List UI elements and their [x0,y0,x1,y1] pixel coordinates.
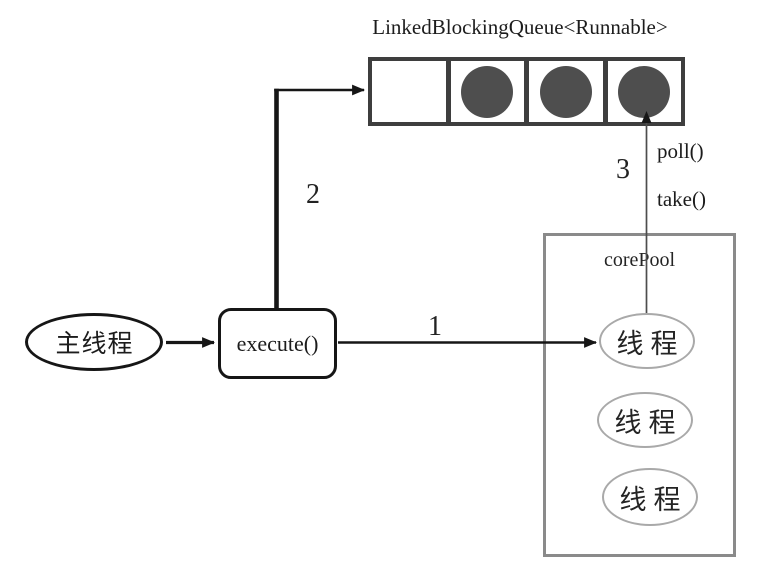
label-step-2: 2 [306,179,320,210]
core-pool-title: corePool [603,249,676,271]
execute-box: execute() [218,308,337,379]
task-circle [618,65,671,118]
queue-title: LinkedBlockingQueue<Runnable> [372,15,668,39]
queue-cell [372,61,451,122]
label-take: take() [657,187,706,211]
task-circle [461,65,514,118]
thread-label: 线程 [616,328,685,359]
execute-label: execute() [236,330,319,356]
thread-ellipse: 线程 [597,392,693,448]
queue-cell [529,61,608,122]
core-pool-box: corePool [543,233,736,557]
queue-cell [608,61,682,122]
label-step-1: 1 [428,311,442,342]
task-circle [539,65,592,118]
main-thread-ellipse: 主线程 [25,313,163,371]
thread-label: 线程 [614,407,683,438]
thread-label: 线程 [619,484,688,515]
label-step-3: 3 [616,154,630,185]
label-poll: poll() [657,139,704,163]
main-thread-label: 主线程 [55,331,134,358]
thread-ellipse: 线程 [599,313,695,369]
task-queue [368,57,685,126]
thread-ellipse: 线程 [602,468,698,526]
queue-cell [451,61,529,122]
